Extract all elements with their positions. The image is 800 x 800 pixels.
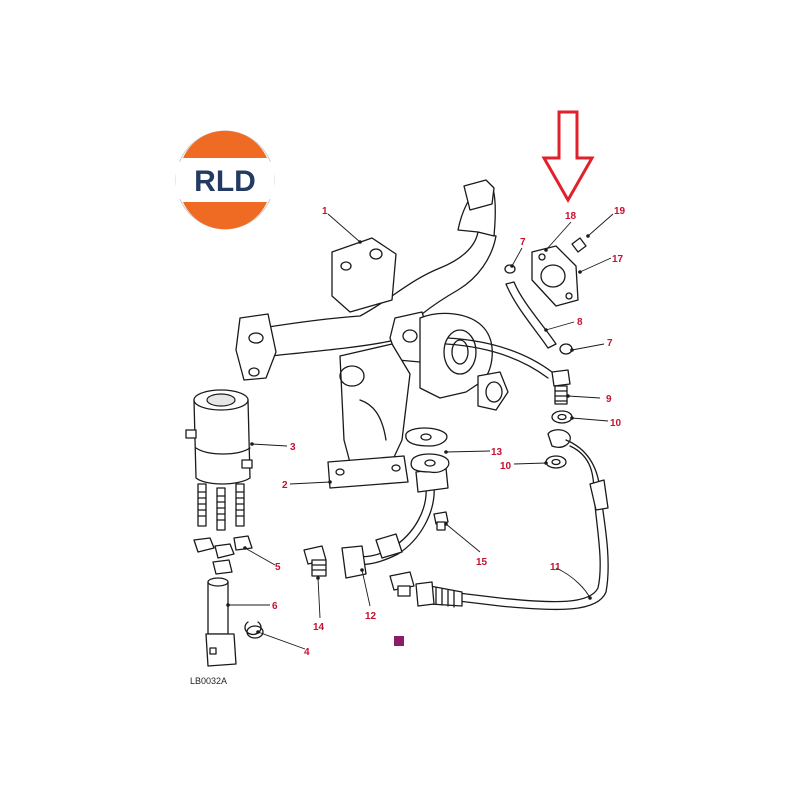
red-down-arrow: [541, 110, 595, 204]
callout-10b: 10: [500, 461, 512, 472]
callout-7b: 7: [607, 338, 613, 349]
turbo-elbow: [327, 312, 553, 489]
position-marker: [394, 636, 404, 646]
callout-6: 6: [272, 601, 278, 612]
cover-plate: [531, 237, 587, 307]
callout-17: 17: [612, 254, 624, 265]
callout-12: 12: [365, 611, 377, 622]
callout-3: 3: [290, 442, 296, 453]
oil-drain-pipe: [341, 467, 449, 579]
callout-9: 9: [606, 394, 612, 405]
leader-lines: [226, 213, 614, 650]
studs: [197, 483, 245, 531]
oil-feed-pipe: [415, 429, 609, 611]
callout-11: 11: [550, 562, 561, 573]
rubber-hose: [505, 281, 557, 349]
logo-text: RLD: [194, 165, 256, 198]
sealing-washer-lower: [545, 455, 567, 469]
small-bolt: [433, 511, 449, 531]
callout-7a: 7: [520, 237, 526, 248]
rld-logo: RLD: [175, 130, 275, 230]
callout-2: 2: [282, 480, 288, 491]
logo-white-band: [176, 162, 274, 199]
adaptor-union-2: [389, 571, 415, 597]
banjo-bolt: [551, 369, 571, 405]
adaptor-union: [303, 545, 327, 577]
circlip: [244, 621, 262, 636]
diagram-code: LB0032A: [190, 676, 227, 686]
gaskets: [405, 427, 450, 474]
callout-10a: 10: [610, 418, 622, 429]
callout-13: 13: [491, 447, 503, 458]
filter-canister: [185, 389, 253, 531]
hose-clip-lower: [559, 343, 573, 355]
callout-14: 14: [313, 622, 325, 633]
nuts: [193, 535, 253, 575]
callout-8: 8: [577, 317, 583, 328]
callout-15: 15: [476, 557, 488, 568]
callout-4: 4: [304, 647, 310, 658]
sealing-washer-upper: [551, 410, 573, 424]
callout-labels: 1 2 3 4 5 6 7 7 8 9 10 10 11 12 13 14 15…: [272, 206, 626, 658]
logo-orange-bottom: [183, 202, 267, 230]
adaptor-pipe: [205, 577, 264, 667]
callout-19: 19: [614, 206, 626, 217]
callout-1: 1: [322, 206, 328, 217]
callout-18: 18: [565, 211, 577, 222]
callout-5: 5: [275, 562, 281, 573]
logo-orange-top: [183, 130, 267, 158]
